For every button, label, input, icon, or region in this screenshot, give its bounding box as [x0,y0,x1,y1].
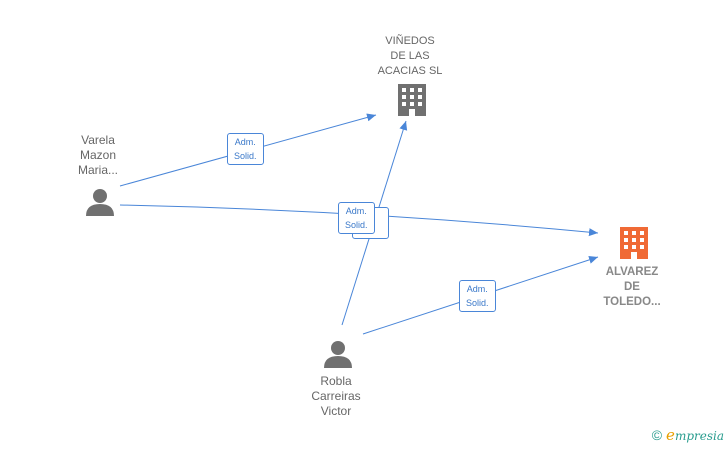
copyright-icon: © [651,427,663,443]
person-icon[interactable] [86,189,114,216]
footer-brand: © empresia [652,426,724,444]
person-icon[interactable] [324,341,352,368]
edge-label-role: Adm. Solid. [227,133,264,165]
company-label-vinedos[interactable]: VIÑEDOS DE LAS ACACIAS SL [377,35,443,77]
person-label-robla[interactable]: Robla Carreiras Victor [311,374,361,418]
person-label-varela[interactable]: Varela Mazon Maria... [77,133,118,177]
edge-label-role: Adm. Solid. [459,280,496,312]
building-icon[interactable] [398,84,426,116]
building-icon[interactable] [620,227,648,259]
company-label-alvarez[interactable]: ALVAREZ DE TOLEDO... [603,266,661,308]
edge-label-role: Adm. Solid. [338,202,375,234]
empresia-logo: empresia [666,426,724,444]
